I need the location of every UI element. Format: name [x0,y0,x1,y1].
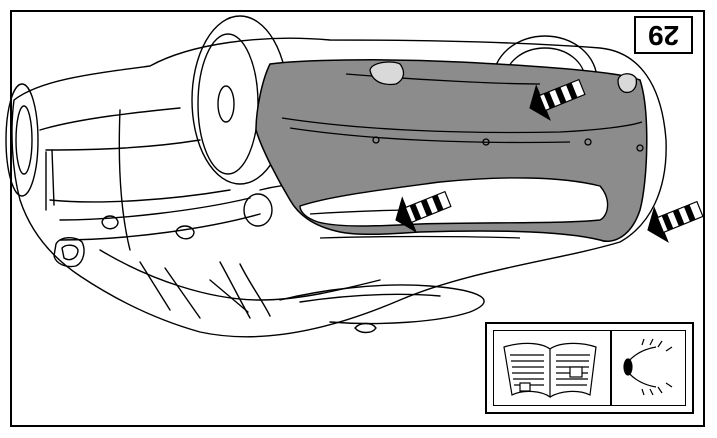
eye-icon [623,338,673,396]
figure-number-box: 29 [634,16,693,54]
mirror-icon [53,237,85,268]
removal-arrow-icon [395,190,452,233]
removal-arrow-icon [647,200,704,243]
legend-panel [493,330,686,406]
removal-arrow-icon [529,78,586,121]
legend-box [485,322,694,414]
manual-icon [503,342,597,399]
figure-number: 29 [647,20,680,51]
car-body-outline [11,37,667,338]
left-wheel-icon [5,83,39,197]
legend-divider [610,331,612,405]
